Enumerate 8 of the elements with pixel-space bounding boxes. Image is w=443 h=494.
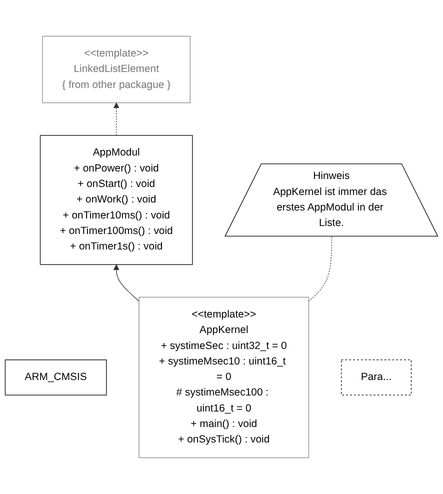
arrow: [113, 102, 120, 136]
node-box: AppModul + onPower() : void + onStart() : void + onWork() : void + onTimer10ms() : void + onTimer100ms() : void + onTimer1s() : void: [40, 135, 193, 265]
connector: [308, 236, 332, 302]
node-box: <<template>> LinkedListElement { from other packague }: [42, 36, 190, 104]
node-box: <<template>> AppKernel + systimeSec : uint32_t = 0 + systimeMsec10 : uint16_t = 0 # systimeMsec100 : uint16_t = 0 + main() : void + onSysTick() : void: [138, 296, 310, 458]
arrow: [113, 264, 140, 302]
node-box: Para...: [341, 360, 412, 396]
node-box: ARM_CMSIS: [4, 360, 107, 396]
